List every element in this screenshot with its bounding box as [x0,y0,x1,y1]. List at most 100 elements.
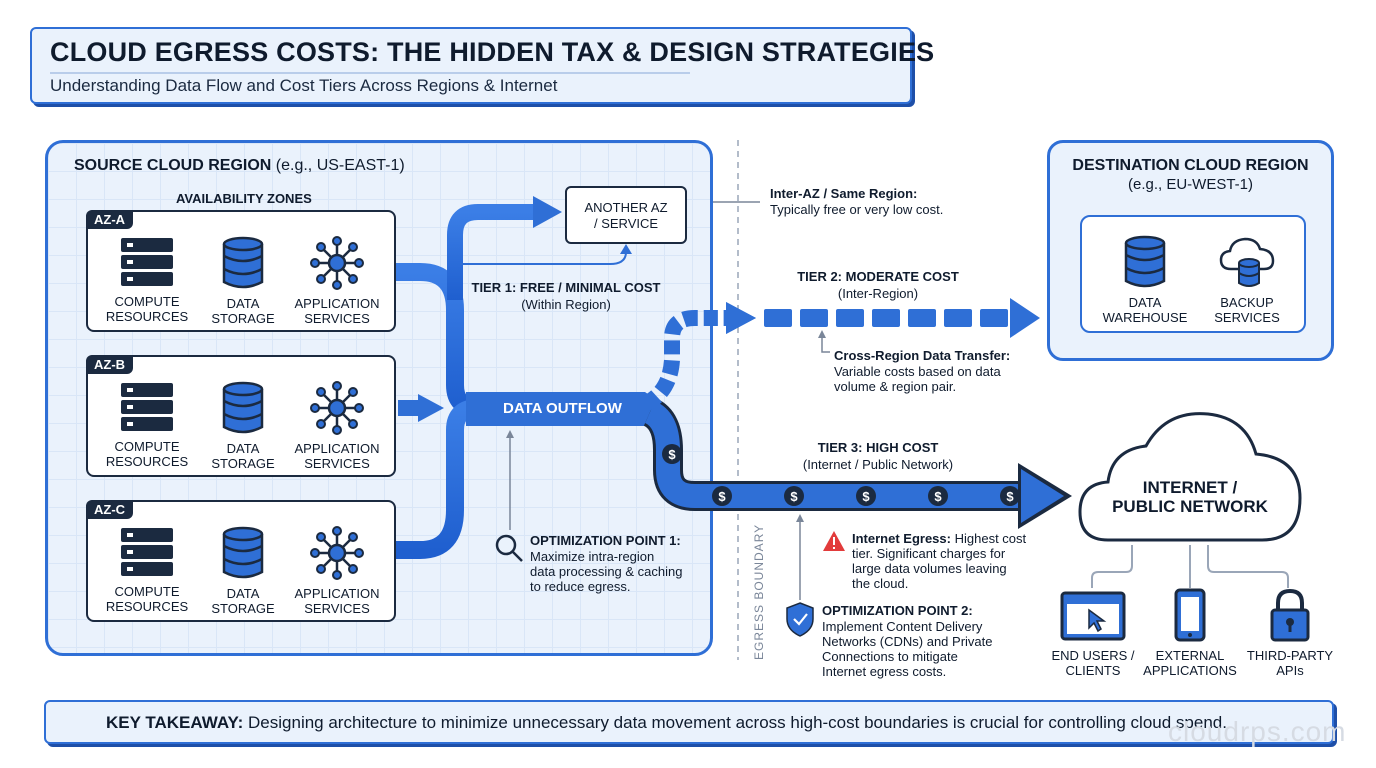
item-label: CLIENTS [1065,663,1121,678]
server-icon [121,383,173,431]
optimization-1-title: OPTIMIZATION POINT 1: [530,533,681,548]
item-label: THIRD-PARTY [1246,648,1334,663]
item-label: APPLICATION [294,441,380,456]
internet-egress-note-heading: Internet Egress: [852,531,951,546]
browser-cursor-icon [1060,591,1126,641]
destination-cloud-region: DESTINATION CLOUD REGION (e.g., EU-WEST-… [1047,140,1334,361]
cloud-backup-icon [1219,237,1275,287]
internet-consumer-lines [1091,545,1289,588]
watermark: cloudrps.com [1168,716,1347,747]
internet-egress-note-line: the cloud. [852,576,909,591]
mobile-phone-icon [1174,588,1206,642]
data-outflow-label: DATA OUTFLOW [503,400,622,417]
internet-egress-note-title: Internet Egress: Highest cost [852,531,1026,546]
internet-cloud-icon [1078,412,1302,542]
source-region-example: (e.g., US-EAST-1) [271,157,405,174]
tier2-title: TIER 2: MODERATE COST [797,269,959,284]
item-label: SERVICES [304,456,370,471]
item-label: SERVICES [304,311,370,326]
optimization-2-line: Networks (CDNs) and Private [822,634,993,649]
item-label: STORAGE [211,601,275,616]
optimization-2-line: Implement Content Delivery [822,619,983,634]
item-label: RESOURCES [105,599,189,614]
database-icon [222,236,264,289]
optimization-2-title: OPTIMIZATION POINT 2: [822,603,973,618]
network-hub-icon [310,236,364,290]
lock-icon [1270,588,1310,642]
tier2-arrowhead [1010,298,1040,338]
optimization-1-line: to reduce egress. [530,579,631,594]
item-label: APPLICATION [294,586,380,601]
item-label: DATA [226,441,260,456]
another-az-label: ANOTHER AZ [584,200,668,215]
tier2-subtitle: (Inter-Region) [837,286,919,301]
item-label: SERVICES [304,601,370,616]
optimization-2-line: Connections to mitigate [822,649,958,664]
item-label: APIs [1276,663,1304,678]
destination-region-example: (e.g., EU-WEST-1) [1127,176,1254,193]
item-label: APPLICATION [294,296,380,311]
az-label: AZ-B [86,355,134,374]
item-label: END USERS / [1051,648,1135,663]
database-icon [1124,235,1166,288]
item-label: APPLICATIONS [1143,663,1237,678]
internet-public-network-label: INTERNET / PUBLIC NETWORK [1110,478,1270,516]
page-subtitle: Understanding Data Flow and Cost Tiers A… [50,76,558,95]
item-label: RESOURCES [105,309,189,324]
tier3-subtitle: (Internet / Public Network) [802,457,954,472]
database-icon [222,381,264,434]
availability-zones-heading: AVAILABILITY ZONES [176,191,312,206]
cross-region-note-line: Variable costs based on data [834,364,1001,379]
item-label: DATA [226,586,260,601]
server-icon [121,238,173,286]
title-box: CLOUD EGRESS COSTS: THE HIDDEN TAX & DES… [30,27,934,104]
item-label: DATA [226,296,260,311]
key-takeaway-label: KEY TAKEAWAY: [106,713,244,732]
tier2-dashed-segments [764,309,1008,327]
internet-egress-note-text: Highest cost [950,531,1027,546]
optimization-1-line: Maximize intra-region [530,549,655,564]
cross-region-note-title: Cross-Region Data Transfer: [834,348,1011,363]
item-label: BACKUP [1220,295,1274,310]
another-az-service-box: ANOTHER AZ / SERVICE [565,186,687,244]
cross-region-note-line: volume & region pair. [834,379,957,394]
optimization-1-line: data processing & caching [530,564,683,579]
source-region-title: SOURCE CLOUD REGION (e.g., US-EAST-1) [74,157,405,175]
key-takeaway-box: KEY TAKEAWAY: Designing architecture to … [44,700,1334,744]
az-label: AZ-C [86,500,134,519]
key-takeaway-body: Designing architecture to minimize unnec… [243,713,1227,732]
internet-label: PUBLIC NETWORK [1112,497,1268,516]
item-label: STORAGE [211,456,275,471]
item-label: RESOURCES [105,454,189,469]
page-title: CLOUD EGRESS COSTS: THE HIDDEN TAX & DES… [50,37,935,67]
optimization-2-line: Internet egress costs. [822,664,947,679]
item-label: EXTERNAL [1155,648,1225,663]
tier1-subtitle: (Within Region) [521,297,611,312]
az-label: AZ-A [86,210,134,229]
item-label: COMPUTE [114,439,180,454]
tier3-title: TIER 3: HIGH COST [817,440,939,455]
item-label: SERVICES [1214,310,1280,325]
network-hub-icon [310,381,364,435]
item-label: DATA [1128,295,1162,310]
internet-egress-note-line: large data volumes leaving [852,561,1007,576]
destination-region-title: DESTINATION CLOUD REGION [1072,157,1309,174]
end-users-clients: END USERS /CLIENTS [1040,590,1146,678]
item-label: COMPUTE [114,584,180,599]
internet-label: INTERNET / [1142,478,1238,497]
